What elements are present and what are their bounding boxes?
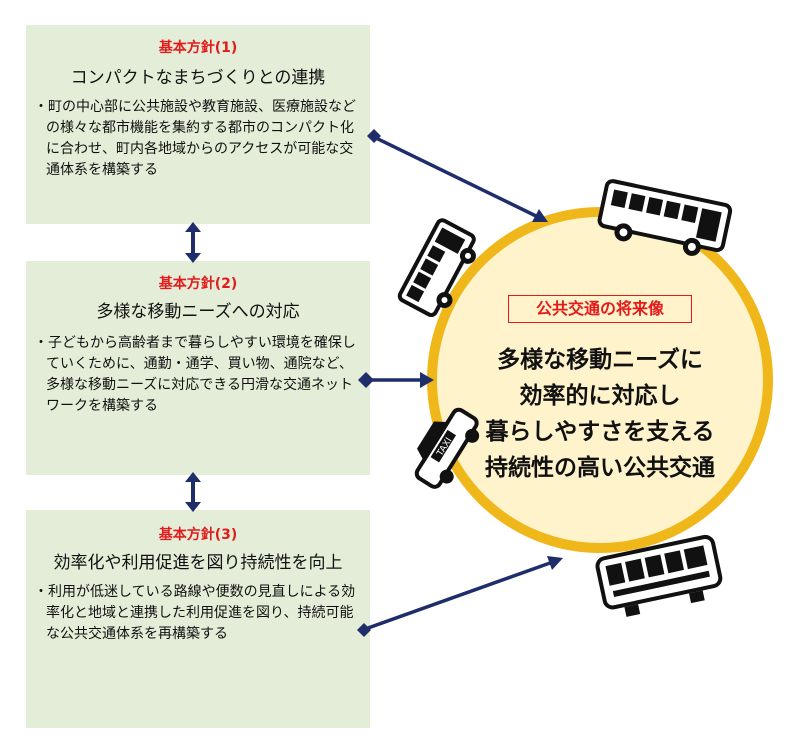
policy-body: ・利用が低迷している路線や便数の見直しによる効率化と地域と連携した利用促進を図り… bbox=[34, 584, 356, 642]
policy-label: 基本方針(2) bbox=[158, 276, 238, 292]
taxi-icon: TAXI bbox=[414, 407, 480, 489]
bus-icon bbox=[397, 218, 476, 318]
policy-body: ・町の中心部に公共施設や教育施設、医療施設などの様々な都市機能を集約する都市のコ… bbox=[34, 99, 356, 178]
policy-title: 多様な移動ニーズへの対応 bbox=[96, 302, 300, 322]
vision-line: 多様な移動ニーズに bbox=[497, 347, 703, 373]
policy-label: 基本方針(3) bbox=[158, 527, 238, 543]
bus-icon bbox=[597, 179, 733, 256]
connector-arrow-2 bbox=[358, 372, 434, 388]
policy-box-2: 基本方針(2) 多様な移動ニーズへの対応 ・子どもから高齢者まで暮らしやすい環境… bbox=[26, 261, 370, 475]
vision-circle bbox=[427, 207, 773, 553]
double-arrow-1-2 bbox=[185, 222, 201, 263]
vision-line: 持続性の高い公共交通 bbox=[485, 455, 715, 481]
policy-title: 効率化や利用促進を図り持続性を向上 bbox=[53, 553, 343, 573]
bus-icon bbox=[595, 534, 723, 617]
vision-line: 効率的に対応し bbox=[519, 383, 681, 409]
policy-title: コンパクトなまちづくりとの連携 bbox=[70, 68, 326, 88]
vision-tag: 公共交通の将来像 bbox=[508, 295, 692, 323]
vision-line: 暮らしやすさを支える bbox=[485, 419, 715, 445]
policy-label: 基本方針(1) bbox=[158, 40, 238, 56]
connector-arrow-3 bbox=[357, 556, 563, 637]
connector-arrow-1 bbox=[367, 129, 548, 222]
policy-box-3: 基本方針(3) 効率化や利用促進を図り持続性を向上 ・利用が低迷している路線や便… bbox=[26, 510, 370, 728]
double-arrow-2-3 bbox=[185, 472, 201, 512]
policy-body: ・子どもから高齢者まで暮らしやすい環境を確保していくために、通勤・通学、買い物、… bbox=[34, 335, 356, 414]
policy-box-1: 基本方針(1) コンパクトなまちづくりとの連携 ・町の中心部に公共施設や教育施設… bbox=[26, 25, 370, 224]
